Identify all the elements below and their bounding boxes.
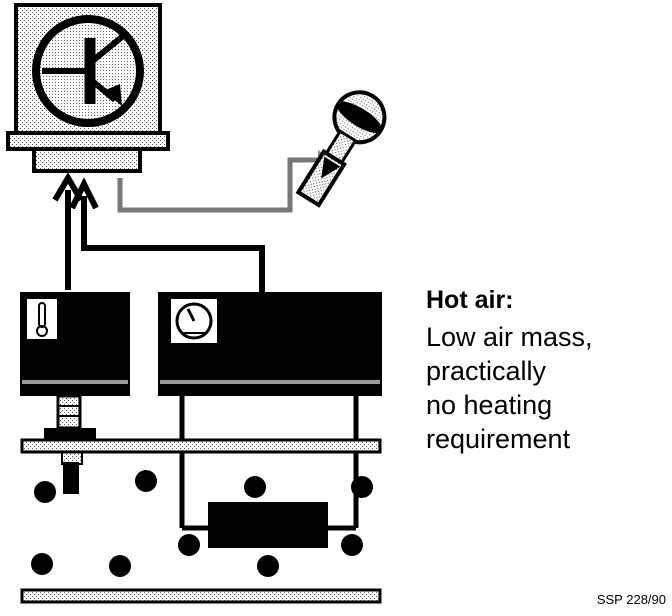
caption-line: practically bbox=[426, 356, 547, 386]
caption-line: requirement bbox=[426, 424, 571, 454]
control-unit bbox=[6, 3, 170, 173]
air-particles bbox=[31, 470, 373, 577]
gauge-icon bbox=[175, 302, 213, 340]
output-signal-line bbox=[117, 150, 332, 213]
signal-arrows bbox=[52, 172, 265, 292]
caption-line: no heating bbox=[426, 390, 553, 420]
figure-code: SSP 228/90 bbox=[596, 592, 666, 607]
caption-line: Low air mass, bbox=[426, 322, 593, 352]
glow-plug-icon bbox=[295, 90, 387, 208]
heating-element bbox=[208, 502, 328, 548]
air-mass-meter bbox=[158, 292, 382, 548]
air-duct bbox=[20, 438, 382, 604]
caption-title: Hot air: bbox=[426, 286, 514, 314]
temperature-sensor bbox=[20, 292, 130, 494]
